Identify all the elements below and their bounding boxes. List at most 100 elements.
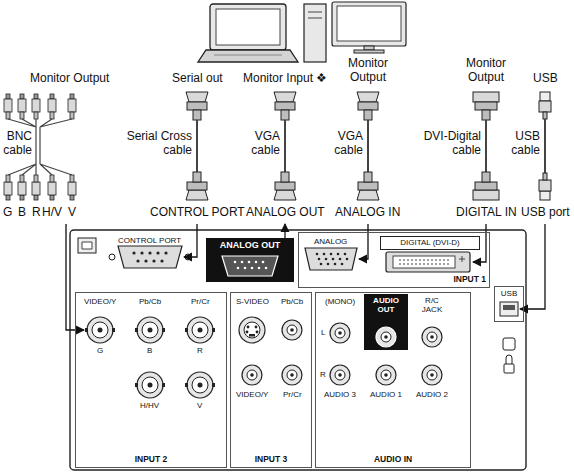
analog-in-port (327, 263, 330, 266)
input3-jacks (246, 326, 259, 334)
port-label: USB port (521, 206, 570, 220)
signal-label: Monitor Output (343, 57, 393, 85)
panel-label: Pb/Cb (139, 297, 161, 306)
control-port (140, 251, 143, 254)
analog-in-port (332, 258, 335, 261)
port-label: R (32, 206, 41, 220)
bnc-cable (68, 175, 76, 200)
audio-jacks (376, 365, 396, 385)
panel-label: VIDEO/Y (236, 390, 268, 399)
vga-cable (367, 120, 369, 172)
panel-label: L (321, 328, 325, 337)
port-label: G (3, 206, 12, 220)
connector-label-box: DIGITAL (DVI-D) (380, 236, 480, 250)
desktop-icon (337, 6, 401, 41)
signal-label: Monitor Output (30, 72, 109, 86)
laptop-icon (198, 4, 298, 62)
input-group: AUDIO INAUDIO OUT (315, 292, 471, 468)
input2-jacks (135, 372, 165, 398)
kensington-lock (503, 338, 515, 350)
bnc-cable (4, 175, 12, 200)
input3-jacks (244, 322, 260, 338)
cable-label: BNC cable (2, 130, 32, 158)
control-port (109, 254, 115, 260)
control-port (152, 259, 155, 262)
input3-jacks (239, 317, 302, 385)
kensington-lock (503, 338, 515, 373)
panel-label: AUDIO 1 (370, 390, 402, 399)
audio-jacks (422, 327, 442, 347)
analog-in-port (305, 248, 357, 270)
analog-in-port (323, 253, 326, 256)
signal-label: Serial out (172, 72, 223, 86)
port-label: DIGITAL IN (456, 206, 517, 220)
panel-label: (MONO) (325, 297, 355, 306)
panel-label: Pr/Cr (283, 390, 302, 399)
panel-label: V (197, 401, 202, 410)
cable-label: DVI-Digital cable (411, 130, 481, 158)
laptop-icon (210, 4, 286, 50)
vga-cable (357, 92, 379, 120)
analog-in-port (341, 263, 344, 266)
dvi-port (386, 252, 470, 272)
dvi-port (459, 256, 465, 262)
input3-jacks (256, 331, 259, 334)
usb-cable (539, 92, 551, 200)
vga-cable (274, 92, 296, 120)
control-port (132, 251, 167, 262)
control-port (136, 259, 139, 262)
input2-jacks (185, 372, 215, 398)
serial-cable (186, 92, 208, 120)
desktop-icon (332, 2, 406, 46)
dvi-port (386, 252, 470, 272)
dvi-cable (485, 120, 487, 172)
signal-wire (359, 224, 368, 259)
bnc-cable (4, 94, 12, 119)
desktop-icon (308, 12, 322, 18)
audio-jacks (330, 365, 350, 385)
laptop-icon (198, 50, 298, 62)
input3-jacks (255, 326, 258, 329)
analog-in-port (344, 253, 347, 256)
panel-label: ANALOG (314, 237, 347, 246)
input3-jacks (249, 334, 255, 337)
control-port (144, 259, 147, 262)
dvi-cable (473, 92, 499, 120)
lan-port (78, 238, 96, 253)
analog-in-port (318, 258, 321, 261)
signal-wire (284, 224, 285, 238)
analog-in-port (346, 258, 349, 261)
panel-label: S-VIDEO (236, 297, 269, 306)
input3-jacks (239, 317, 265, 343)
analog-in-port (316, 253, 319, 256)
input-group: INPUT 2 (75, 292, 227, 468)
serial-cable (196, 120, 198, 172)
input2-jacks (185, 317, 215, 343)
panel-label: B (147, 346, 152, 355)
panel-label: R (197, 346, 203, 355)
analog-in-port (325, 258, 328, 261)
usb-cable (539, 92, 551, 119)
panel-label: Pr/Cr (191, 297, 210, 306)
bnc-cable (48, 94, 56, 119)
analog-in-port (320, 263, 323, 266)
cable-label: VGA cable (244, 130, 280, 158)
input3-jacks (242, 365, 262, 385)
node-text: INPUT 3 (255, 455, 288, 465)
panel-label: H/HV (140, 401, 159, 410)
desktop-icon (304, 4, 326, 62)
panel-label: AUDIO 2 (416, 390, 448, 399)
usb-cable (539, 173, 551, 200)
node-text: INPUT 1 (453, 275, 486, 285)
analog-in-port (305, 248, 357, 270)
signal-label: USB (533, 72, 558, 86)
input2-jacks (85, 317, 215, 398)
laptop-icon (214, 55, 282, 56)
audio-jacks (330, 323, 350, 343)
port-label: V (68, 206, 76, 220)
output-highlight: AUDIO OUT (364, 294, 408, 350)
signal-wire (184, 224, 197, 257)
output-highlight: ANALOG OUT (206, 238, 294, 282)
signal-label: Monitor Output (461, 57, 511, 85)
